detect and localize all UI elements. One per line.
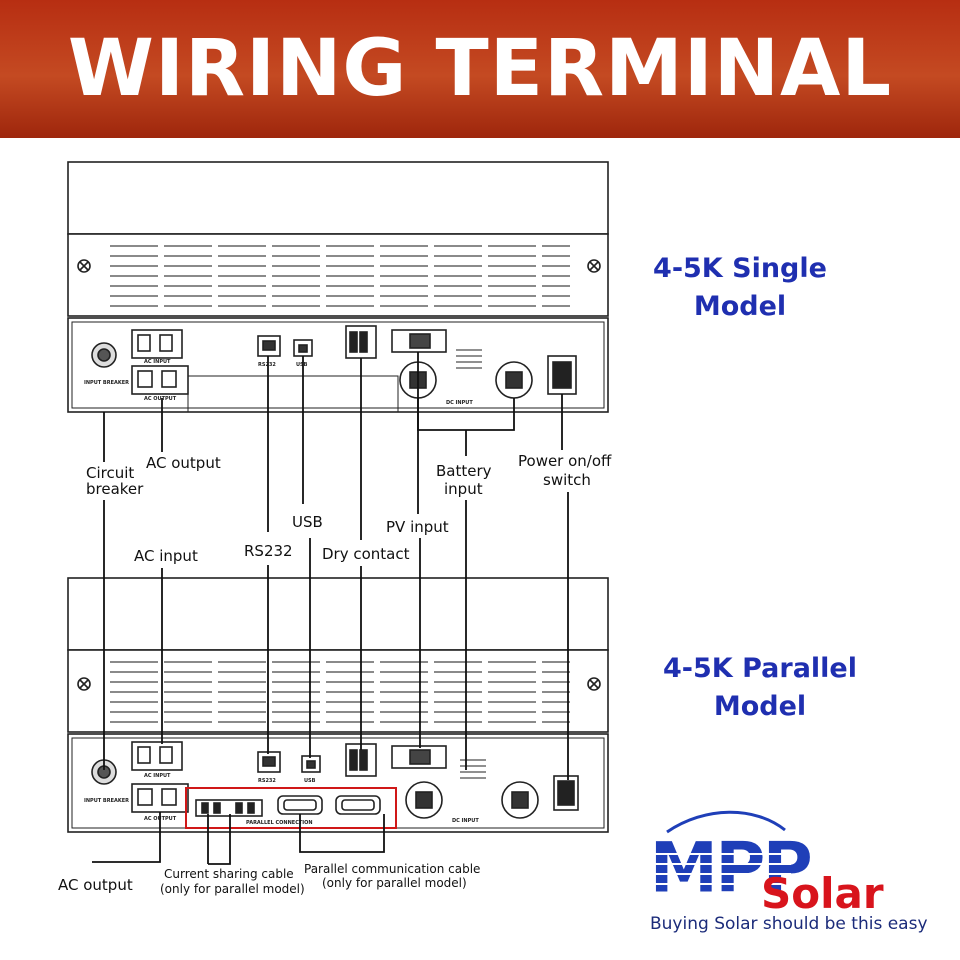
- logo-mpp: MPP: [649, 827, 811, 909]
- parallel-connection-highlight: [185, 787, 397, 829]
- parallel-model-label: 4-5K Parallel Model: [650, 650, 870, 726]
- current-sharing-port: [195, 799, 263, 817]
- single-model-line2: Model: [693, 291, 787, 322]
- wiring-diagram: AC INPUT AC OUTPUT INPUT BREAKER RS232 U…: [58, 161, 612, 896]
- label-ac-input: AC input: [134, 547, 198, 565]
- logo-swoosh: [666, 810, 786, 834]
- marking-usb-bottom: USB: [304, 778, 316, 784]
- marking-breaker-bottom: INPUT BREAKER: [84, 798, 129, 804]
- label-power-switch-2: switch: [543, 471, 591, 489]
- parallel-model-unit: [67, 577, 609, 833]
- label-parallel-comm-1: Parallel communication cable: [304, 862, 480, 876]
- label-battery-input-1: Battery: [436, 462, 492, 480]
- label-rs232: RS232: [244, 542, 293, 560]
- marking-ac-input-top: AC INPUT: [144, 359, 171, 365]
- page-title: WIRING TERMINAL: [67, 24, 893, 114]
- label-parallel-comm-2: (only for parallel model): [322, 876, 467, 890]
- label-current-sharing-1: Current sharing cable: [164, 867, 294, 881]
- marking-ac-input-bottom: AC INPUT: [144, 773, 171, 779]
- parallel-model-line2: Model: [713, 691, 807, 722]
- label-circuit-breaker-1: Circuit: [86, 464, 134, 482]
- logo-tagline: Buying Solar should be this easy: [650, 914, 928, 934]
- leader-lines: [92, 352, 569, 865]
- marking-dc-input-top: DC INPUT: [446, 400, 473, 406]
- label-circuit-breaker-2: breaker: [86, 480, 144, 498]
- marking-dc-input-bottom: DC INPUT: [452, 818, 479, 824]
- single-model-unit: [67, 161, 609, 413]
- label-usb: USB: [292, 513, 323, 531]
- label-ac-output-bottom: AC output: [58, 876, 133, 894]
- label-ac-output-top: AC output: [146, 454, 221, 472]
- single-model-line1: 4-5K Single: [653, 253, 827, 284]
- marking-breaker-top: INPUT BREAKER: [84, 380, 129, 386]
- mpp-solar-logo: MPP Solar: [649, 810, 884, 918]
- marking-usb-top: USB: [296, 362, 308, 368]
- parallel-model-line1: 4-5K Parallel: [663, 653, 857, 684]
- label-dry-contact: Dry contact: [322, 545, 410, 563]
- label-power-switch-1: Power on/off: [518, 452, 612, 470]
- single-model-label: 4-5K Single Model: [640, 250, 840, 326]
- vent-slots-bottom: [110, 661, 570, 723]
- logo-solar: Solar: [761, 869, 884, 918]
- label-battery-input-2: input: [444, 480, 483, 498]
- label-pv-input: PV input: [386, 518, 449, 536]
- marking-ac-output-top: AC OUTPUT: [144, 396, 177, 402]
- label-current-sharing-2: (only for parallel model): [160, 882, 305, 896]
- marking-rs232-bottom: RS232: [258, 778, 276, 784]
- title-banner: [0, 0, 960, 138]
- marking-parallel-connection: PARALLEL CONNECTION: [246, 820, 313, 826]
- vent-slots-top: [110, 245, 570, 307]
